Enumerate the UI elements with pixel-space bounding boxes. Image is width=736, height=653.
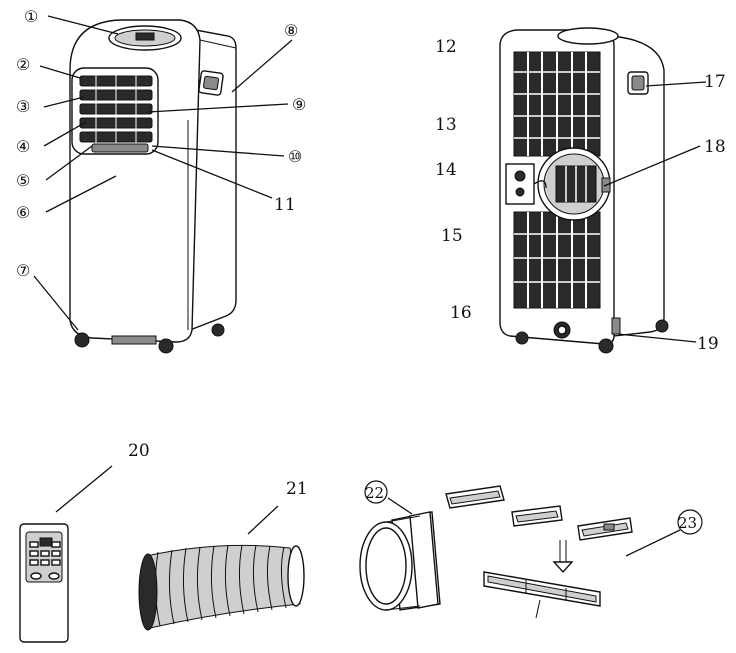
label-22-circle: 22 xyxy=(364,480,388,504)
label-8: ⑧ xyxy=(284,21,298,40)
label-20: 20 xyxy=(128,441,150,461)
label-22: 22 xyxy=(365,484,384,502)
remote-control xyxy=(19,523,69,643)
label-5: ⑤ xyxy=(16,171,30,190)
label-14: 14 xyxy=(435,160,457,180)
label-1: ① xyxy=(24,7,38,26)
rear-lower-grille xyxy=(513,211,601,309)
label-11: 11 xyxy=(274,195,296,215)
label-4: ④ xyxy=(16,137,30,156)
label-6: ⑥ xyxy=(16,203,30,222)
window-slider-kit xyxy=(445,485,633,619)
rear-wheels xyxy=(515,317,669,354)
label-16: 16 xyxy=(450,303,472,323)
rear-exhaust-outlet xyxy=(537,147,611,221)
label-19: 19 xyxy=(697,334,719,354)
leader-23 xyxy=(625,529,681,557)
exhaust-hose xyxy=(138,544,305,631)
rear-cord-bracket xyxy=(505,163,547,205)
front-view-unit xyxy=(69,19,237,354)
rear-leader-lines xyxy=(603,81,707,343)
front-labels: ① ② ③ ④ ⑤ ⑥ ⑦ ⑧ ⑨ ⑩ 11 xyxy=(16,7,306,280)
label-15: 15 xyxy=(441,226,463,246)
window-adapter xyxy=(359,511,441,611)
front-leader-lines xyxy=(33,15,293,331)
rear-view-unit xyxy=(499,27,669,354)
rear-upper-grille xyxy=(513,51,601,157)
leader-21 xyxy=(247,505,279,535)
label-21: 21 xyxy=(286,479,308,499)
label-23-circle: 23 xyxy=(677,509,703,535)
rear-labels: 12 13 14 15 16 17 18 19 xyxy=(435,37,726,354)
label-2: ② xyxy=(16,55,30,74)
label-7: ⑦ xyxy=(16,261,30,280)
label-18: 18 xyxy=(704,137,726,157)
label-13: 13 xyxy=(435,115,457,135)
label-12: 12 xyxy=(435,37,457,57)
label-9: ⑨ xyxy=(292,95,306,114)
leader-22 xyxy=(387,497,413,515)
label-23: 23 xyxy=(678,514,697,532)
label-3: ③ xyxy=(16,97,30,116)
label-10: ⑩ xyxy=(288,147,302,166)
front-louver-slats xyxy=(79,74,153,144)
label-17: 17 xyxy=(704,72,726,92)
front-wheels xyxy=(74,323,225,354)
leader-20 xyxy=(55,465,113,513)
